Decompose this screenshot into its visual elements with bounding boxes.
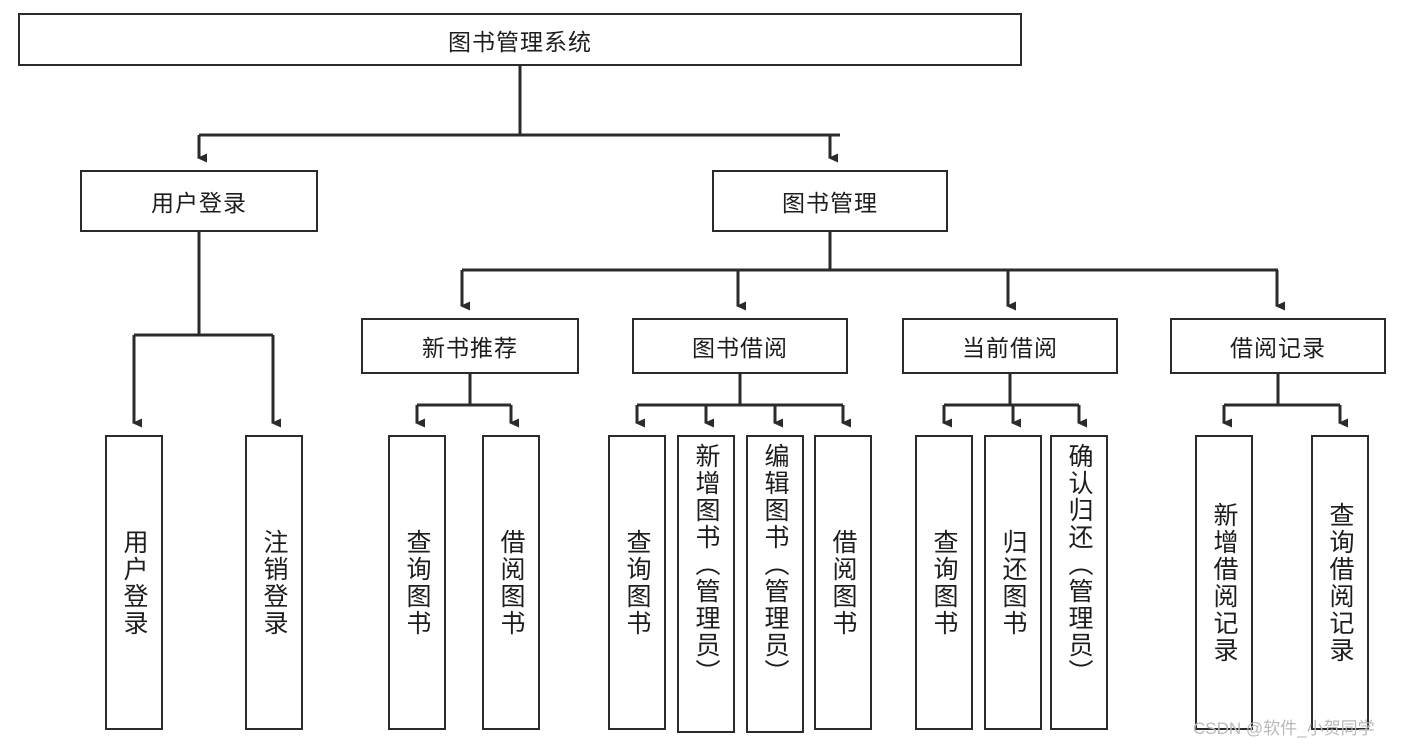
leaf-label: 新增图书（管理员） bbox=[692, 443, 720, 686]
leaf-edit-book-admin[interactable]: 编辑图书（管理员） bbox=[746, 435, 804, 733]
leaf-label: 查询图书 bbox=[623, 528, 651, 637]
node-root-label: 图书管理系统 bbox=[448, 28, 592, 55]
leaf-label: 借阅图书 bbox=[829, 528, 857, 637]
node-new-book-recommend[interactable]: 新书推荐 bbox=[361, 318, 579, 374]
leaf-return-book[interactable]: 归还图书 bbox=[984, 435, 1042, 730]
leaf-borrow-book[interactable]: 借阅图书 bbox=[814, 435, 872, 730]
node-book-borrow-label: 图书借阅 bbox=[692, 335, 788, 361]
leaf-query-borrow-record[interactable]: 查询借阅记录 bbox=[1311, 435, 1369, 730]
node-user-login-label: 用户登录 bbox=[151, 190, 247, 216]
leaf-query-book-recommend[interactable]: 查询图书 bbox=[388, 435, 446, 730]
leaf-confirm-return-admin[interactable]: 确认归还（管理员） bbox=[1050, 435, 1108, 730]
leaf-user-login[interactable]: 用户登录 bbox=[105, 435, 163, 730]
leaf-add-book-admin[interactable]: 新增图书（管理员） bbox=[677, 435, 735, 733]
leaf-label: 注销登录 bbox=[260, 528, 288, 637]
node-book-management[interactable]: 图书管理 bbox=[712, 170, 948, 232]
watermark: CSDN @软件_小贺同学 bbox=[1193, 719, 1375, 738]
node-book-borrow[interactable]: 图书借阅 bbox=[632, 318, 848, 374]
node-book-management-label: 图书管理 bbox=[782, 190, 878, 216]
leaf-label: 确认归还（管理员） bbox=[1065, 443, 1093, 686]
leaf-query-book-current[interactable]: 查询图书 bbox=[915, 435, 973, 730]
node-new-book-recommend-label: 新书推荐 bbox=[422, 335, 518, 361]
leaf-label: 归还图书 bbox=[999, 528, 1027, 637]
leaf-label: 新增借阅记录 bbox=[1210, 501, 1238, 664]
leaf-label: 查询图书 bbox=[930, 528, 958, 637]
node-current-borrow[interactable]: 当前借阅 bbox=[902, 318, 1118, 374]
leaf-label: 查询借阅记录 bbox=[1326, 501, 1354, 664]
node-borrow-record[interactable]: 借阅记录 bbox=[1170, 318, 1386, 374]
leaf-label: 借阅图书 bbox=[497, 528, 525, 637]
node-user-login[interactable]: 用户登录 bbox=[80, 170, 318, 232]
node-root[interactable]: 图书管理系统 bbox=[18, 13, 1022, 66]
leaf-add-borrow-record[interactable]: 新增借阅记录 bbox=[1195, 435, 1253, 730]
leaf-borrow-book-recommend[interactable]: 借阅图书 bbox=[482, 435, 540, 730]
leaf-query-book-borrow[interactable]: 查询图书 bbox=[608, 435, 666, 730]
leaf-label: 查询图书 bbox=[403, 528, 431, 637]
leaf-logout[interactable]: 注销登录 bbox=[245, 435, 303, 730]
leaf-label: 编辑图书（管理员） bbox=[761, 443, 789, 686]
node-current-borrow-label: 当前借阅 bbox=[962, 335, 1058, 361]
node-borrow-record-label: 借阅记录 bbox=[1230, 335, 1326, 361]
leaf-label: 用户登录 bbox=[120, 528, 148, 637]
